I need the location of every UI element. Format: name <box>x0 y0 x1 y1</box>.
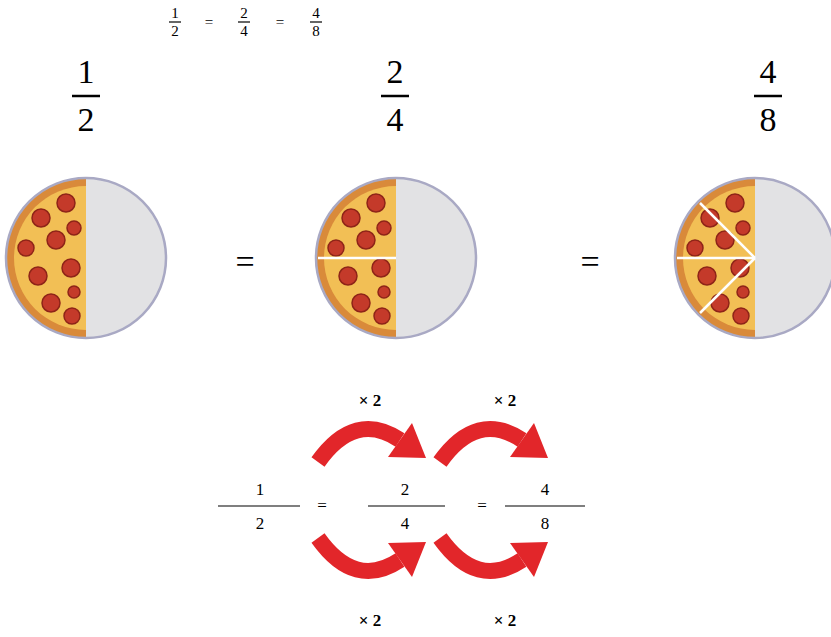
fraction-part: 2 <box>256 515 265 532</box>
fraction-part: 1 <box>171 6 179 21</box>
fraction-part: 8 <box>541 515 550 532</box>
multiplier-label: × 2 <box>359 612 381 629</box>
fraction-bars <box>72 22 782 506</box>
fraction-part: 4 <box>541 481 550 498</box>
pizza-eighths <box>675 178 831 338</box>
fraction-part: = <box>235 245 254 279</box>
fraction-part: 4 <box>760 55 777 89</box>
fraction-part: 8 <box>312 24 320 39</box>
fraction-part: 4 <box>401 515 410 532</box>
fraction-part: 8 <box>760 103 777 137</box>
pizza-half <box>6 178 166 338</box>
fraction-part: = <box>477 497 487 514</box>
fraction-part: 1 <box>256 481 265 498</box>
fraction-part: 1 <box>78 55 95 89</box>
fraction-part: 2 <box>401 481 410 498</box>
fraction-part: = <box>580 245 599 279</box>
fraction-part: = <box>317 497 327 514</box>
multiplier-label: × 2 <box>359 392 381 409</box>
fraction-part: 2 <box>240 6 248 21</box>
multiplier-label: × 2 <box>494 392 516 409</box>
multiplier-label: × 2 <box>494 612 516 629</box>
fraction-part: 4 <box>312 6 320 21</box>
fraction-part: 4 <box>240 24 248 39</box>
fraction-part: 4 <box>387 103 404 137</box>
pizza-quarters <box>316 178 476 338</box>
fraction-part: = <box>205 15 213 30</box>
fraction-part: 2 <box>171 24 179 39</box>
fraction-part: 2 <box>78 103 95 137</box>
fraction-part: = <box>276 15 284 30</box>
fraction-part: 2 <box>387 55 404 89</box>
times-two-arrows <box>318 423 548 577</box>
